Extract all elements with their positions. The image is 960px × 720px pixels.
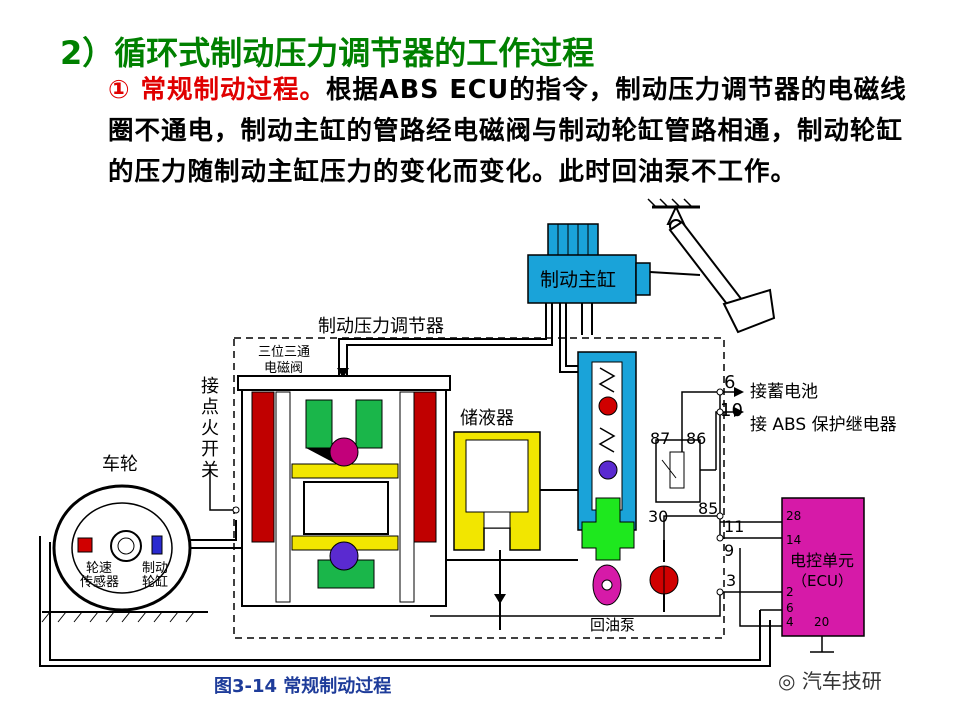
reservoir-label: 储液器 — [460, 408, 514, 429]
speed-sensor-label-1: 轮速 — [86, 561, 112, 576]
ecu-pin-14: 14 — [786, 533, 801, 547]
reservoir — [453, 431, 541, 551]
description-text: 根据ABS ECU的指令，制动压力调节器的电磁线圈不通电，制动主缸的管路经电磁阀… — [108, 75, 907, 187]
master-cylinder-label: 制动主缸 — [540, 269, 616, 291]
wechat-icon: ◎ — [778, 669, 796, 693]
abs-relay — [655, 424, 716, 503]
ecu-pin-4: 4 — [786, 615, 794, 629]
solenoid-label-2: 电磁阀 — [264, 361, 303, 376]
terminal-6: 6 — [724, 372, 735, 393]
wheel-cylinder-label-1: 制动 — [142, 561, 168, 576]
step-label: ① 常规制动过程。 — [108, 75, 326, 105]
return-pump-motor — [649, 540, 679, 612]
return-pump-label: 回油泵 — [590, 616, 635, 634]
figure-caption: 图3-14 常规制动过程 — [214, 676, 392, 697]
regulator-boundary — [233, 337, 725, 639]
master-cylinder — [527, 223, 651, 304]
ecu-label-2: （ECU） — [792, 572, 853, 590]
ecu-label-1: 电控单元 — [790, 551, 854, 570]
terminal-30: 30 — [648, 507, 668, 526]
ecu-box — [781, 497, 865, 637]
regulator-label: 制动压力调节器 — [318, 316, 444, 337]
ecu-pin-2: 2 — [786, 585, 794, 599]
wheel-label: 车轮 — [102, 454, 138, 475]
watermark: ◎ 汽车技研 — [778, 665, 882, 694]
ecu-pin-6: 6 — [786, 601, 794, 615]
check-valve-block — [577, 351, 637, 606]
terminal-9: 9 — [724, 541, 734, 560]
speed-sensor-label-2: 传感器 — [80, 574, 119, 590]
battery-label: 接蓄电池 — [750, 382, 818, 402]
abs-relay-label: 接 ABS 保护继电器 — [750, 415, 897, 435]
terminal-3: 3 — [726, 571, 736, 590]
ecu-pin-28: 28 — [786, 509, 801, 523]
description-paragraph: ① 常规制动过程。根据ABS ECU的指令，制动压力调节器的电磁线圈不通电，制动… — [108, 70, 928, 193]
terminal-86: 86 — [686, 429, 706, 448]
ground — [41, 611, 208, 623]
terminal-85: 85 — [698, 499, 718, 518]
ecu-pin-20: 20 — [814, 615, 829, 629]
ignition-switch-label: 接点火开关 — [201, 376, 219, 481]
terminal-87: 87 — [650, 429, 670, 448]
solenoid-valve — [237, 375, 451, 607]
wheel — [52, 484, 192, 612]
solenoid-label-1: 三位三通 — [258, 345, 310, 360]
watermark-text: 汽车技研 — [801, 669, 882, 693]
page-heading: 2）循环式制动压力调节器的工作过程 — [60, 34, 595, 72]
wheel-cylinder-label-2: 轮缸 — [142, 574, 168, 590]
brake-pedal — [649, 220, 776, 334]
terminal-11: 11 — [724, 517, 744, 536]
terminal-10: 10 — [720, 400, 743, 421]
